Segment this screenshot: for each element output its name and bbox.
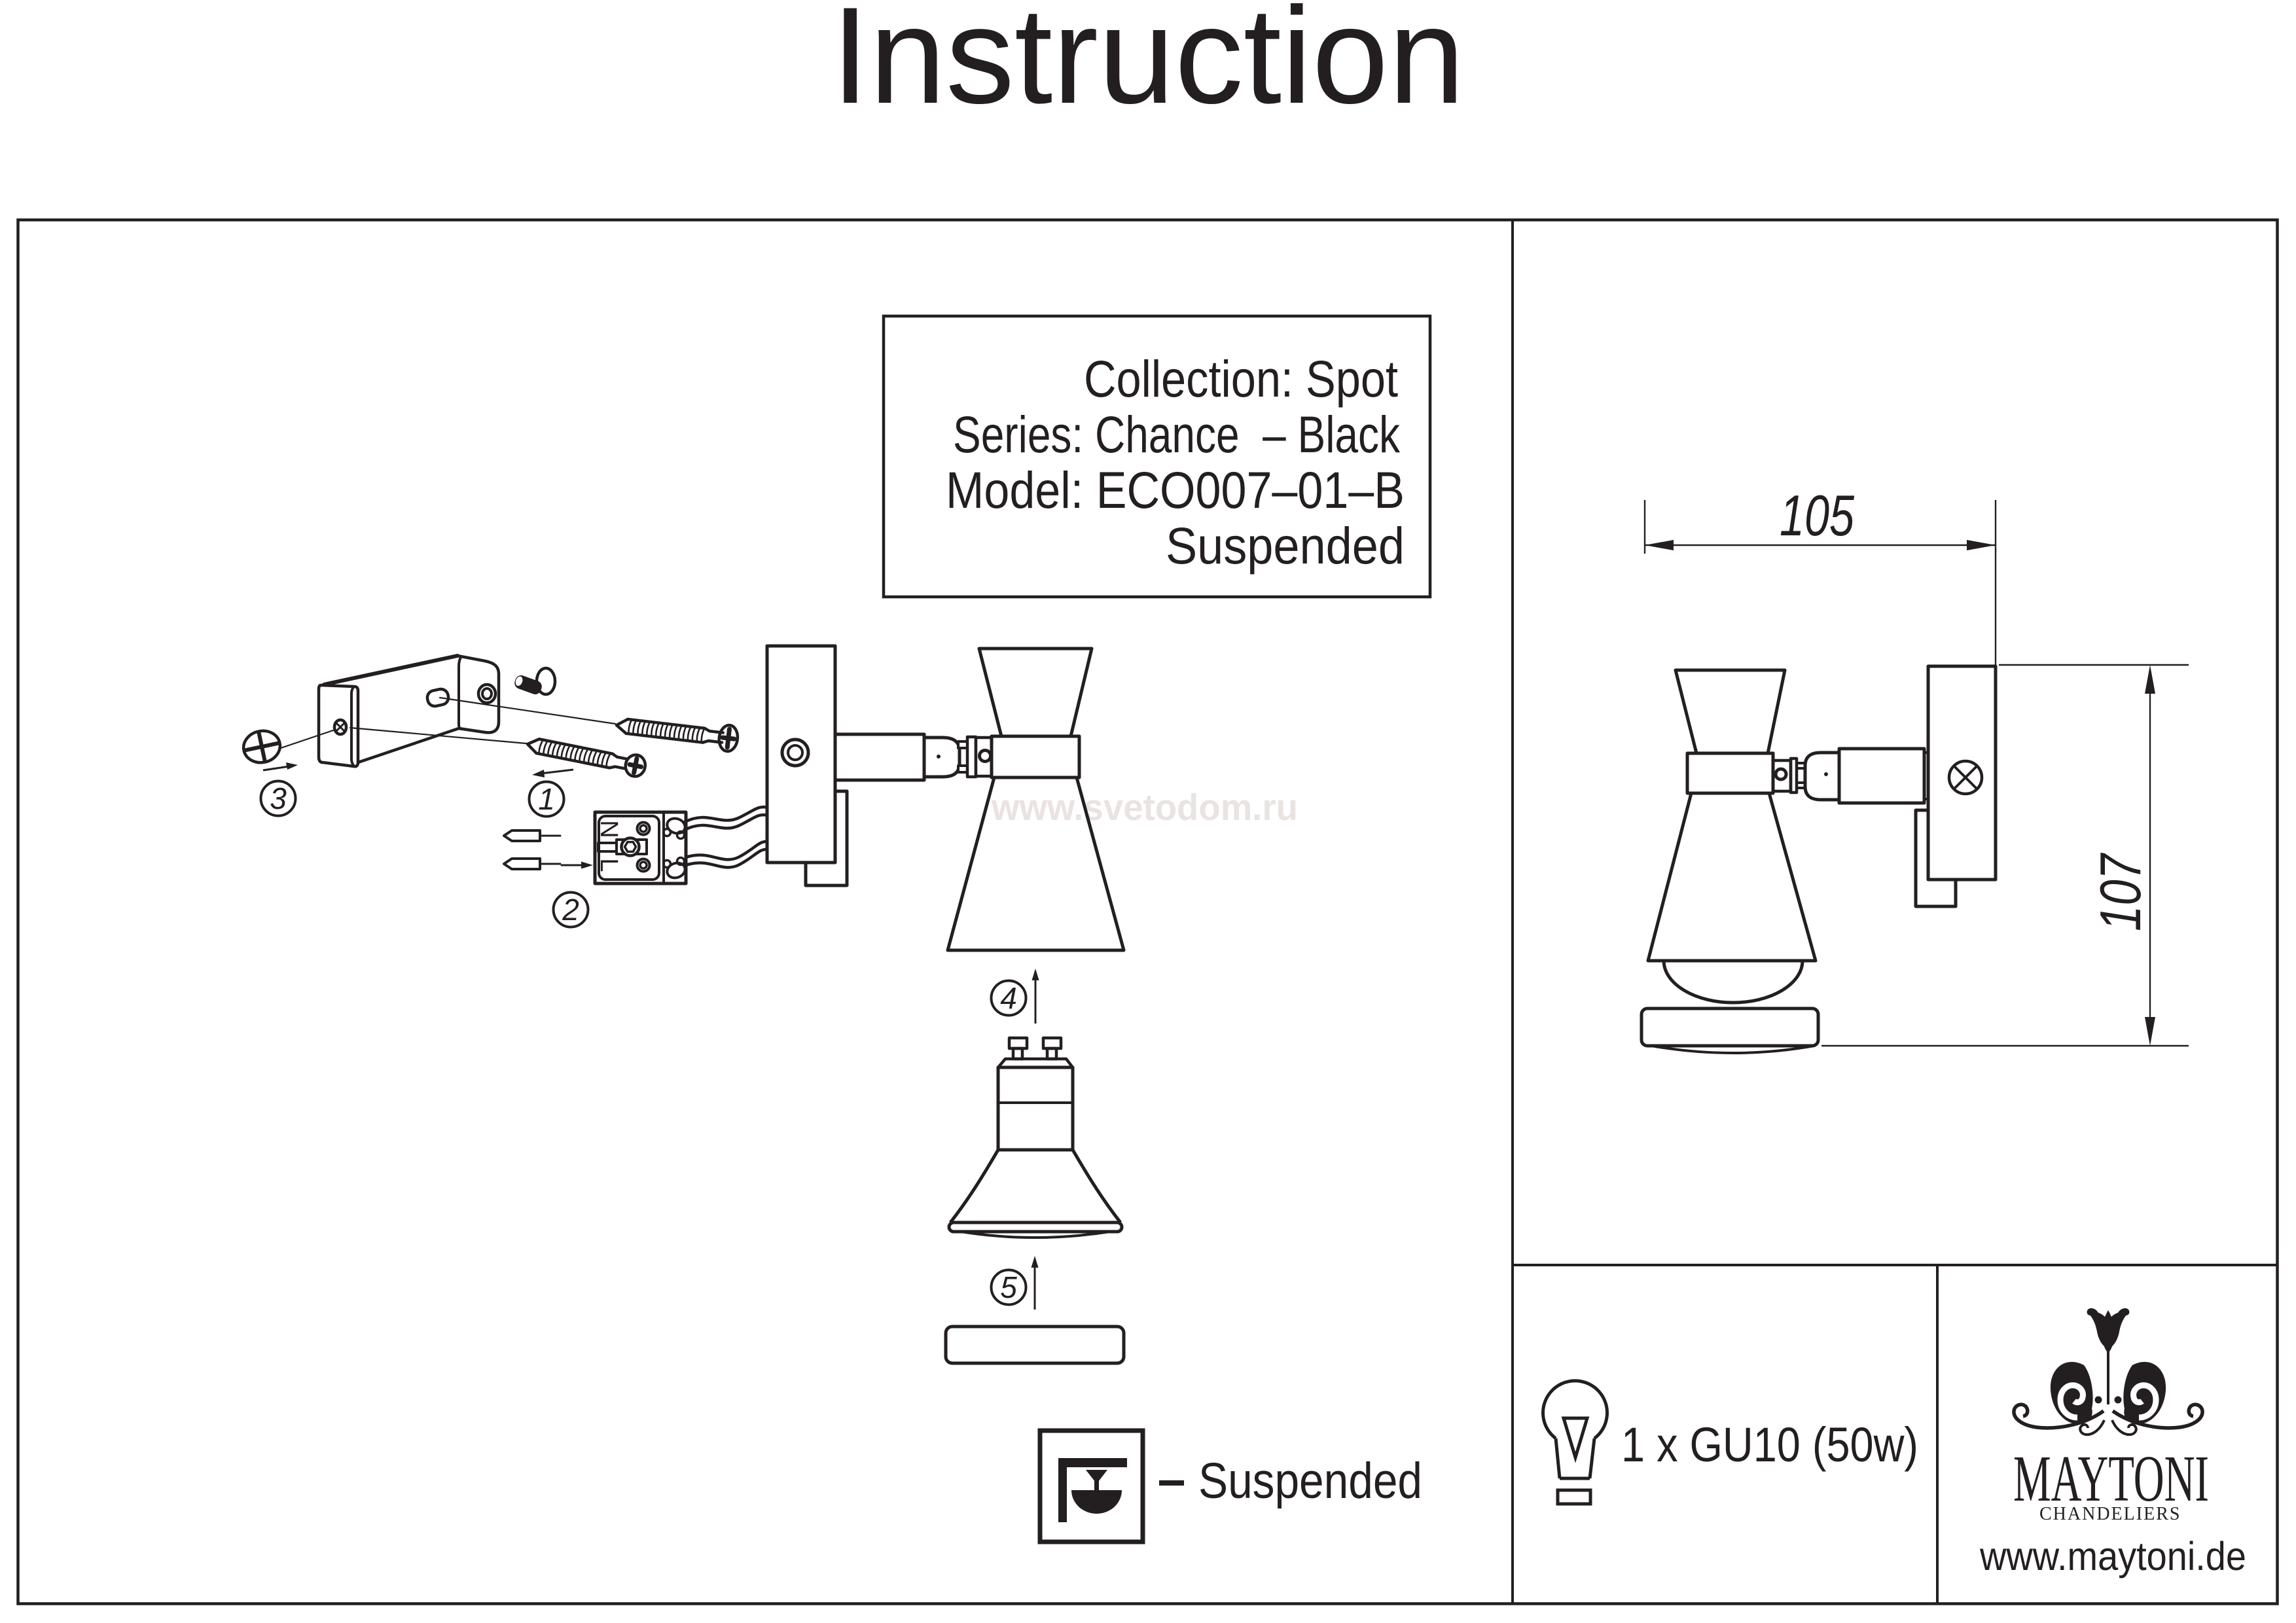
svg-text:1: 1 [538, 782, 555, 816]
svg-text:105: 105 [1780, 483, 1855, 548]
svg-text:Series: Chance – Black: Series: Chance – Black [953, 405, 1400, 463]
svg-text:107: 107 [2088, 853, 2153, 931]
svg-text:CHANDELIERS: CHANDELIERS [2039, 1504, 2181, 1524]
svg-text:3: 3 [270, 781, 287, 815]
svg-text:www.maytoni.de: www.maytoni.de [1979, 1534, 2246, 1578]
svg-text:1 x GU10 (50w): 1 x GU10 (50w) [1621, 1418, 1918, 1472]
svg-text:Instruction: Instruction [831, 0, 1465, 132]
svg-text:2: 2 [562, 893, 579, 927]
svg-text:4: 4 [1000, 981, 1017, 1015]
svg-text:N: N [595, 820, 622, 838]
svg-text:Suspended: Suspended [1198, 1453, 1422, 1509]
svg-text:MAYTONI: MAYTONI [2013, 1442, 2209, 1515]
svg-text:Collection: Spot: Collection: Spot [1084, 349, 1398, 408]
svg-text:www.svetodom.ru: www.svetodom.ru [991, 787, 1298, 829]
svg-text:5: 5 [1000, 1270, 1017, 1304]
svg-text:Model: ECO007–01–B: Model: ECO007–01–B [946, 461, 1405, 519]
svg-text:Suspended: Suspended [1166, 516, 1405, 575]
svg-text:L: L [595, 858, 622, 872]
